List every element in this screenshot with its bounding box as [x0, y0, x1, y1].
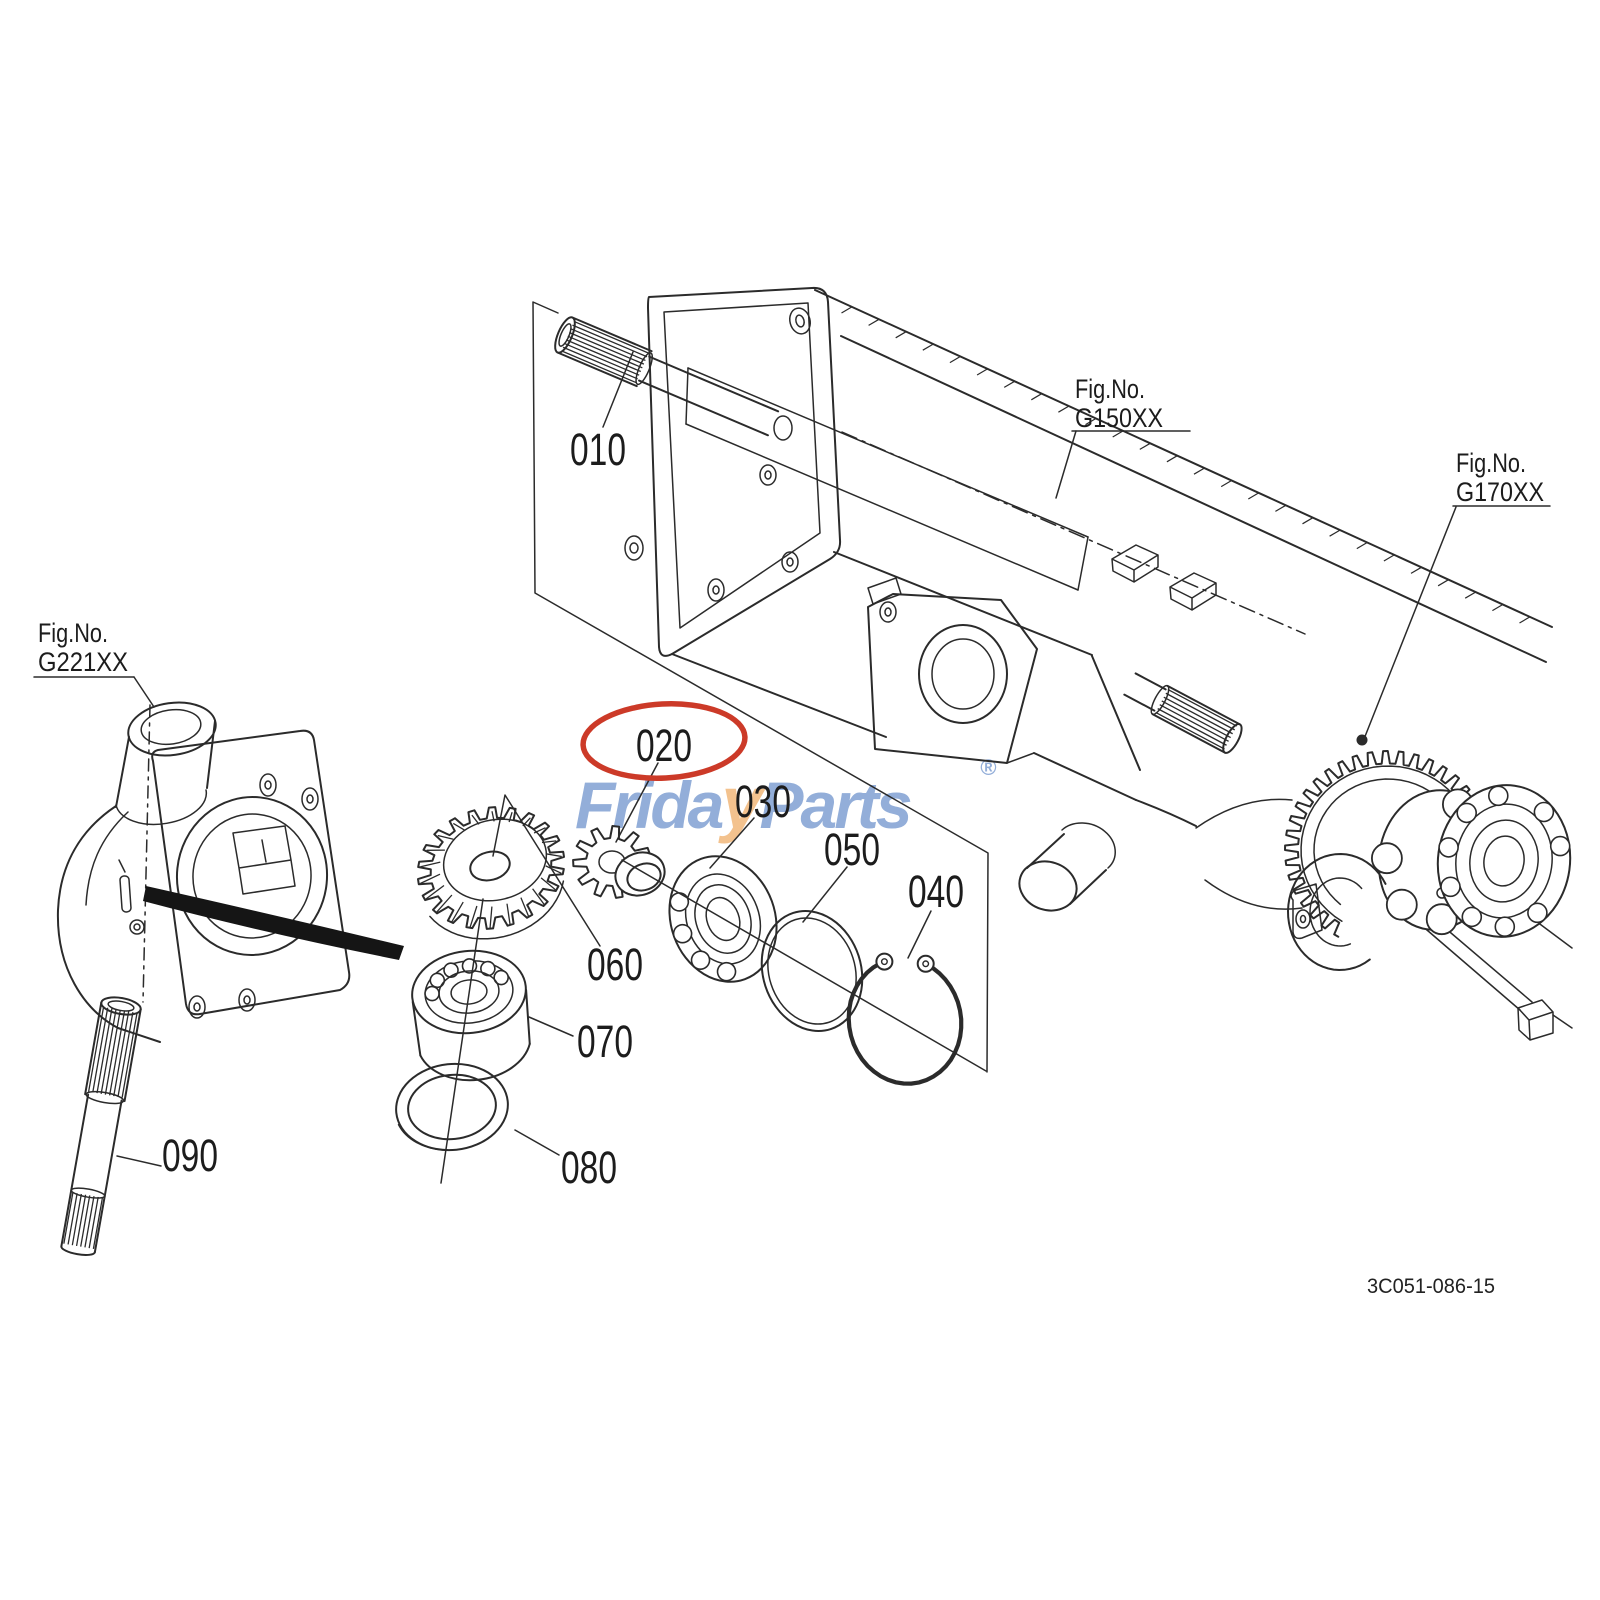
part-label-050: 050 — [824, 824, 880, 875]
axle-shaft-090 — [60, 996, 142, 1256]
svg-text:Fig.No.: Fig.No. — [1456, 448, 1526, 478]
shim-ring-080 — [395, 1062, 509, 1152]
part-label-030: 030 — [735, 776, 791, 827]
insertion-arrow — [143, 886, 404, 960]
part-label-020: 020 — [636, 720, 692, 771]
snap-ring-050 — [760, 910, 864, 1032]
exploded-parts — [395, 806, 987, 1184]
part-label-060: 060 — [587, 939, 643, 990]
part-label-070: 070 — [577, 1016, 633, 1067]
hatch-ticks — [841, 306, 1531, 624]
svg-text:G150XX: G150XX — [1075, 403, 1163, 433]
svg-text:G221XX: G221XX — [38, 647, 128, 677]
leader-dot — [1356, 734, 1368, 746]
stub-spline-shaft — [1123, 672, 1243, 754]
logo-text-parts: Parts — [760, 768, 911, 842]
assembly-axis-vertical — [440, 898, 484, 1184]
svg-text:Fig.No.: Fig.No. — [38, 618, 108, 648]
fig-ref-g150: Fig.No. G150XX — [1075, 374, 1163, 433]
transmission-case-g150xx — [624, 286, 1573, 1041]
detail-view-border — [532, 301, 989, 1073]
part-label-090: 090 — [162, 1130, 218, 1181]
bevel-gear-060 — [417, 806, 565, 940]
labels: 010 020 030 040 050 060 070 080 090 Fig.… — [38, 374, 1544, 1298]
fig-ref-g170: Fig.No. G170XX — [1456, 448, 1544, 507]
input-shaft-010 — [554, 316, 780, 437]
svg-text:Fig.No.: Fig.No. — [1075, 374, 1145, 404]
highlight-ellipse-020 — [580, 701, 748, 781]
snap-ring-040 — [846, 952, 964, 1086]
differential-g170xx — [1284, 750, 1572, 971]
axle-case-g221xx — [56, 701, 404, 1256]
ring-gear — [1284, 750, 1486, 938]
drawing-number: 3C051-086-15 — [1367, 1275, 1495, 1298]
leader-lines — [33, 351, 1551, 1167]
svg-text:G170XX: G170XX — [1456, 477, 1544, 507]
part-label-010: 010 — [570, 424, 626, 475]
part-label-040: 040 — [908, 866, 964, 917]
assembly-axis-diagonal — [621, 859, 987, 1072]
registered-mark: ® — [980, 755, 997, 780]
fig-ref-g221: Fig.No. G221XX — [38, 618, 128, 677]
part-label-080: 080 — [561, 1142, 617, 1193]
